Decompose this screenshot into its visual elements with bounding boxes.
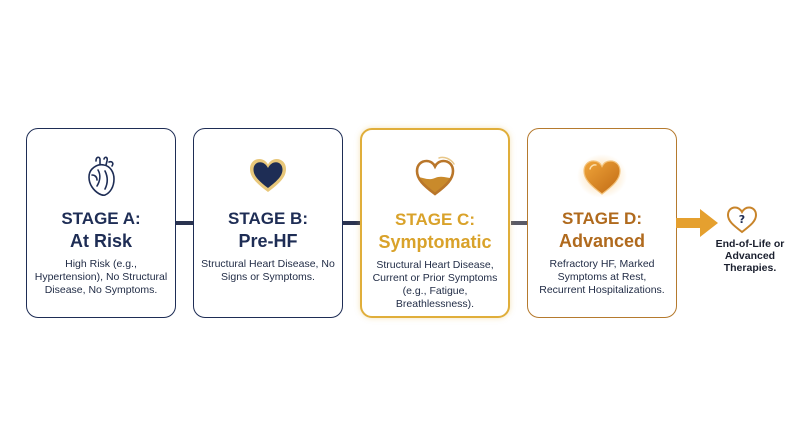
outcome-label: End-of-Life or Advanced Therapies. xyxy=(715,238,785,274)
stage-description: High Risk (e.g., Hypertension), No Struc… xyxy=(34,258,168,296)
question-heart-icon: ? xyxy=(724,203,760,235)
stage-label: STAGE D: xyxy=(562,209,642,228)
stage-title: Pre-HF xyxy=(238,231,298,251)
stage-description: Structural Heart Disease, Current or Pri… xyxy=(372,259,498,310)
connector-a-b xyxy=(176,221,194,225)
stage-label: STAGE A: xyxy=(61,209,141,228)
stage-label: STAGE B: xyxy=(228,209,308,228)
connector-c-d xyxy=(511,221,528,225)
stage-title: Advanced xyxy=(558,231,646,251)
glowing-heart-icon xyxy=(528,153,676,199)
stage-c-card: STAGE C: Symptomatic Structural Heart Di… xyxy=(360,128,510,318)
anatomical-heart-icon xyxy=(27,153,175,199)
svg-text:?: ? xyxy=(739,213,745,226)
filled-heart-icon xyxy=(194,153,342,199)
stage-a-card: STAGE A: At Risk High Risk (e.g., Hypert… xyxy=(26,128,176,318)
half-filled-heart-icon xyxy=(362,154,508,200)
stage-label: STAGE C: xyxy=(395,210,475,229)
right-arrow-icon xyxy=(676,206,720,240)
stage-description: Structural Heart Disease, No Signs or Sy… xyxy=(201,258,335,283)
connector-b-c xyxy=(343,221,361,225)
stage-b-card: STAGE B: Pre-HF Structural Heart Disease… xyxy=(193,128,343,318)
stage-title: Symptomatic xyxy=(378,232,492,252)
stage-description: Refractory HF, Marked Symptoms at Rest, … xyxy=(539,258,665,296)
stage-d-card: STAGE D: Advanced Refractory HF, Marked … xyxy=(527,128,677,318)
stage-title: At Risk xyxy=(69,231,132,251)
